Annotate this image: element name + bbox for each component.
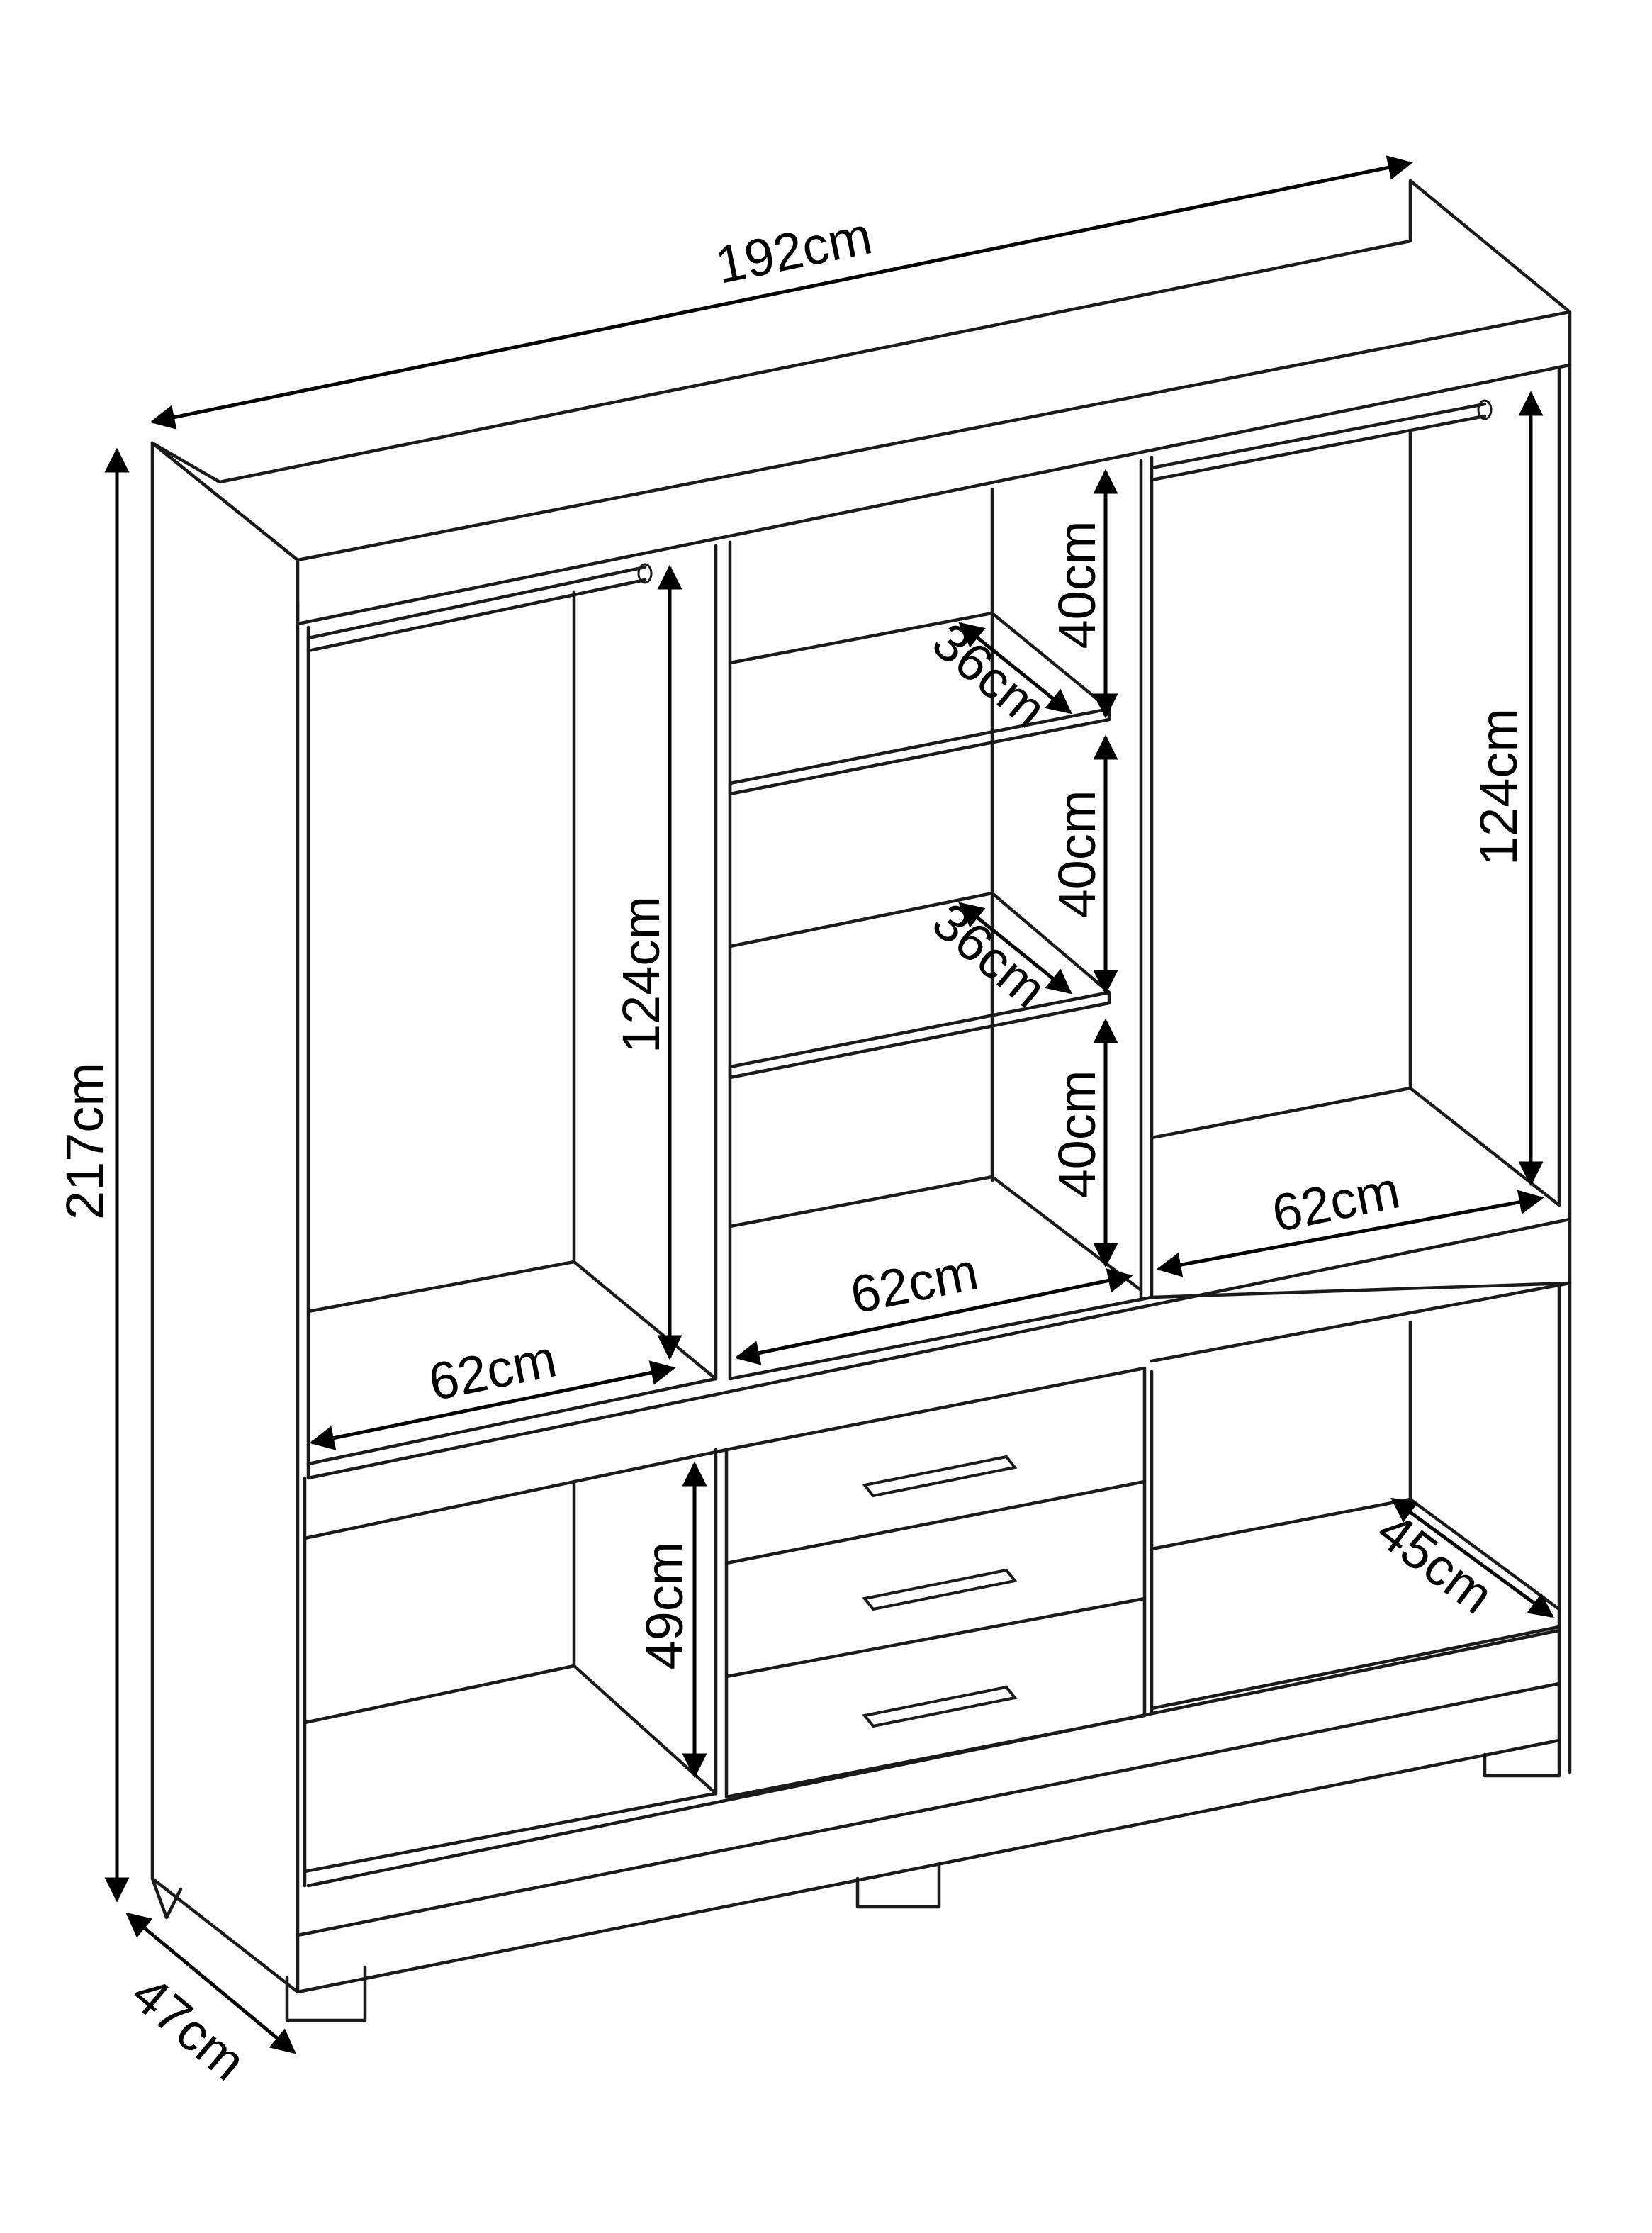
upper-section — [306, 399, 1572, 1480]
dimension-lines — [104, 155, 1554, 2054]
label-total-height: 217cm — [55, 1063, 114, 1220]
label-shelf-spacing-2: 40cm — [1047, 790, 1106, 919]
label-left-hanging-height: 124cm — [612, 896, 670, 1053]
label-left-compartment-width: 62cm — [424, 1328, 561, 1411]
label-right-hanging-height: 124cm — [1469, 708, 1528, 866]
label-right-compartment-width: 62cm — [1267, 1160, 1405, 1243]
label-total-depth: 47cm — [120, 1964, 257, 2092]
feet — [150, 1752, 1561, 2022]
label-shelf-depth-2: 36cm — [921, 892, 1057, 1019]
label-shelf-spacing-1: 40cm — [1047, 521, 1106, 649]
label-lower-left-height: 49cm — [635, 1542, 694, 1670]
label-shelf-depth-1: 36cm — [921, 612, 1057, 739]
wardrobe-outline — [150, 179, 1572, 1994]
label-total-width: 192cm — [711, 206, 877, 295]
lower-section — [303, 1281, 1572, 1888]
label-shelf-spacing-3: 40cm — [1047, 1070, 1106, 1199]
